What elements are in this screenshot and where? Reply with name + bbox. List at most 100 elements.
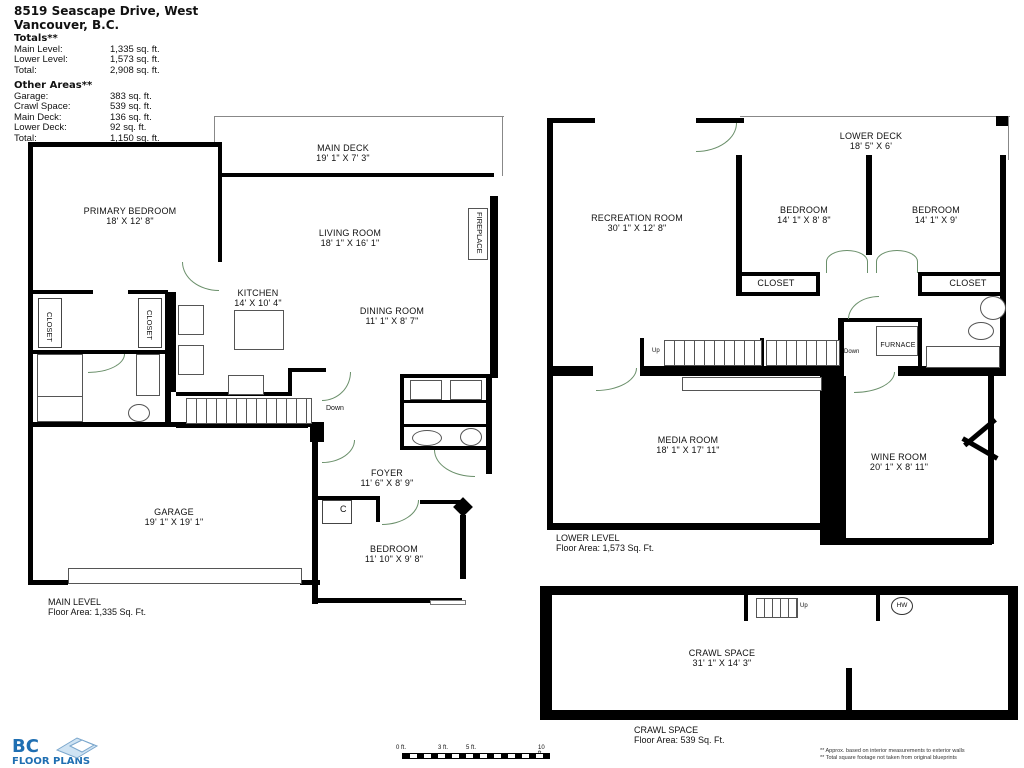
wall <box>1000 155 1006 369</box>
stove <box>178 345 204 375</box>
door-swing <box>854 372 895 393</box>
totals-row: Main Level:1,335 sq. ft. <box>14 43 160 55</box>
address-line-1: 8519 Seascape Drive, West <box>14 4 199 18</box>
wall <box>28 142 33 584</box>
wall <box>28 580 68 585</box>
wall <box>918 272 922 296</box>
door-swing <box>88 354 125 373</box>
wall <box>696 118 744 123</box>
wall <box>640 338 644 366</box>
furnace-label: FURNACE <box>880 342 916 349</box>
wall <box>838 318 844 368</box>
wall <box>996 116 1008 126</box>
logo-text-bc: BC <box>12 736 39 757</box>
closet-label: CLOSET <box>757 278 795 288</box>
counter <box>228 375 264 395</box>
wall <box>736 272 820 276</box>
kitchen-island <box>234 310 284 350</box>
closet-box <box>322 500 352 524</box>
fireplace <box>468 208 488 260</box>
lower-stairs-up <box>664 340 762 366</box>
scale-tick-5: 5 ft. <box>466 745 477 751</box>
address-header: 8519 Seascape Drive, West Vancouver, B.C… <box>14 4 198 32</box>
crawl-stairs <box>756 598 798 618</box>
deck-railing <box>1008 116 1009 160</box>
wall <box>33 350 173 354</box>
door-swing <box>826 250 868 273</box>
scale-bar-graphic <box>402 753 550 759</box>
closet-box <box>38 298 62 348</box>
bc-floor-plans-logo: BC FLOOR PLANS <box>12 736 99 767</box>
wall <box>744 595 748 621</box>
wall <box>404 400 490 403</box>
closet-c-label: C <box>340 504 347 514</box>
wall <box>400 374 404 450</box>
other-areas-row: Garage:383 sq. ft. <box>14 90 152 102</box>
other-areas-block: Other Areas** Garage:383 sq. ft. Crawl S… <box>14 80 160 144</box>
wall <box>640 366 844 376</box>
wall <box>920 292 1006 296</box>
door-swing <box>322 372 351 401</box>
closet-label: CLOSET <box>145 310 154 341</box>
powder-sink <box>412 430 442 446</box>
scale-tick-3: 3 ft. <box>438 745 449 751</box>
wall <box>988 376 994 544</box>
deck-railing <box>740 116 1010 117</box>
wall <box>460 515 466 579</box>
scale-bar: 0 ft. 3 ft. 5 ft. 10 ft. <box>396 745 550 765</box>
stairs-down-label: Down <box>844 349 860 355</box>
logo-house-icon <box>55 737 99 759</box>
wall <box>33 290 93 294</box>
wall <box>420 500 460 504</box>
door-swing <box>182 262 219 291</box>
totals-row: Total:2,908 sq. ft. <box>14 64 160 76</box>
garage-door <box>68 568 302 584</box>
door-swing <box>434 450 475 477</box>
dryer <box>450 380 482 400</box>
wall <box>846 668 852 710</box>
door-swing <box>848 296 879 319</box>
crawl-space-caption: CRAWL SPACE Floor Area: 539 Sq. Ft. <box>634 725 725 745</box>
wall <box>318 496 380 500</box>
wall <box>128 290 168 294</box>
wall <box>844 318 920 322</box>
address-line-2: Vancouver, B.C. <box>14 18 120 32</box>
logo-text-floor-plans: FLOOR PLANS <box>12 756 91 767</box>
furnace-box <box>876 326 918 356</box>
wall <box>547 118 595 123</box>
vanity <box>136 354 160 396</box>
main-level-caption: MAIN LEVEL Floor Area: 1,335 Sq. Ft. <box>48 597 147 617</box>
other-areas-row: Crawl Space:539 sq. ft. <box>14 101 152 112</box>
door-swing <box>322 440 355 463</box>
door-swing <box>876 250 918 273</box>
wall <box>820 376 846 544</box>
bathtub <box>37 354 83 398</box>
toilet <box>128 404 150 422</box>
wall <box>898 366 1006 376</box>
scale-tick-0: 0 ft. <box>396 745 407 751</box>
wall <box>540 710 1018 720</box>
footnote-2: ** Total square footage not taken from o… <box>820 755 957 761</box>
closet-box <box>138 298 162 348</box>
wall <box>300 580 320 585</box>
totals-block: Totals** Main Level:1,335 sq. ft. Lower … <box>14 33 160 76</box>
wall <box>736 155 742 295</box>
powder-toilet <box>460 428 482 446</box>
wall <box>170 292 176 392</box>
hot-water-tank: HW <box>891 597 913 615</box>
wall <box>165 292 171 422</box>
wall <box>288 368 292 396</box>
stairs-up-label: Up <box>652 348 660 354</box>
wall <box>312 422 318 604</box>
window <box>430 600 466 605</box>
wall <box>540 586 552 720</box>
wall <box>816 272 820 296</box>
wall <box>547 523 827 530</box>
